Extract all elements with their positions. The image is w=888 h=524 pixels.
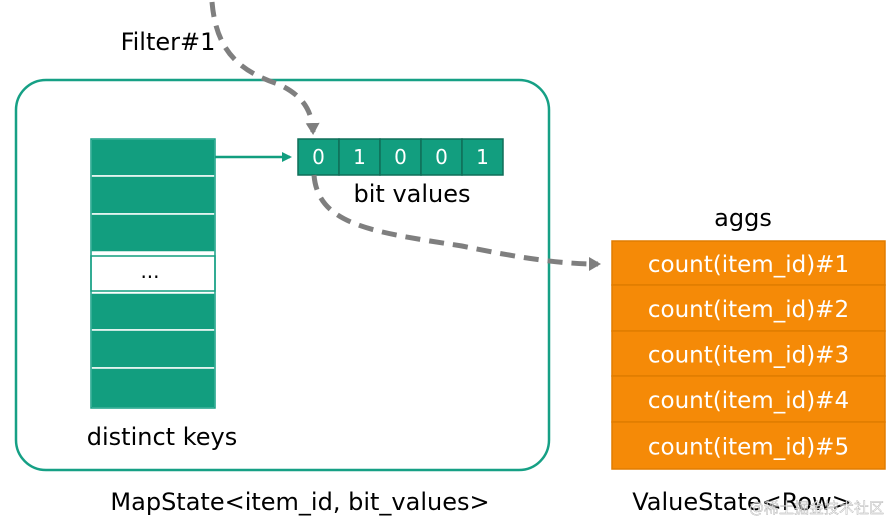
agg-cell xyxy=(611,240,886,286)
mapstate-label: MapState<item_id, bit_values> xyxy=(110,488,489,516)
bit-cell xyxy=(379,138,422,176)
bit-value: 1 xyxy=(353,145,366,169)
agg-cell xyxy=(611,375,886,423)
distinct-keys-column xyxy=(90,138,216,409)
watermark-label: @稀土掘金技术社区 xyxy=(749,499,884,517)
filter-dashed-arrow xyxy=(209,1,320,135)
agg-label: count(item_id)#4 xyxy=(648,388,849,414)
distinct-key-row xyxy=(90,138,216,177)
bit-value: 0 xyxy=(435,145,448,169)
aggs-label: aggs xyxy=(714,204,772,232)
agg-cell xyxy=(611,284,886,332)
distinct-keys-outline xyxy=(90,138,216,409)
distinct-key-row xyxy=(90,367,216,409)
agg-label: count(item_id)#3 xyxy=(648,343,849,369)
filter-label: Filter#1 xyxy=(121,28,216,56)
bit-value: 0 xyxy=(394,145,407,169)
ellipsis-label: ... xyxy=(140,259,159,283)
distinct-keys-label: distinct keys xyxy=(87,423,237,451)
agg-cell xyxy=(611,421,886,470)
aggs-value-state: count(item_id)#1 count(item_id)#2 count(it… xyxy=(611,240,886,470)
distinct-key-row xyxy=(90,175,216,215)
bit-value: 0 xyxy=(312,145,325,169)
bit-cell xyxy=(338,138,381,176)
agg-label: count(item_id)#2 xyxy=(648,297,849,323)
distinct-key-row xyxy=(90,213,216,253)
bit-values-label: bit values xyxy=(354,180,471,208)
bit-cell xyxy=(461,138,504,176)
distinct-key-row xyxy=(90,329,216,369)
agg-label: count(item_id)#1 xyxy=(648,252,849,278)
bits-to-aggs-dashed-arrow xyxy=(311,174,601,271)
mapstate-container xyxy=(14,78,551,472)
agg-cell xyxy=(611,330,886,377)
distinct-key-row xyxy=(90,292,216,331)
bit-value: 1 xyxy=(476,145,489,169)
valuestate-label: ValueState<Row> xyxy=(632,488,852,516)
bit-cell xyxy=(297,138,340,176)
agg-label: count(item_id)#5 xyxy=(648,435,849,461)
bit-values-array: 0 1 0 0 1 xyxy=(297,138,504,176)
